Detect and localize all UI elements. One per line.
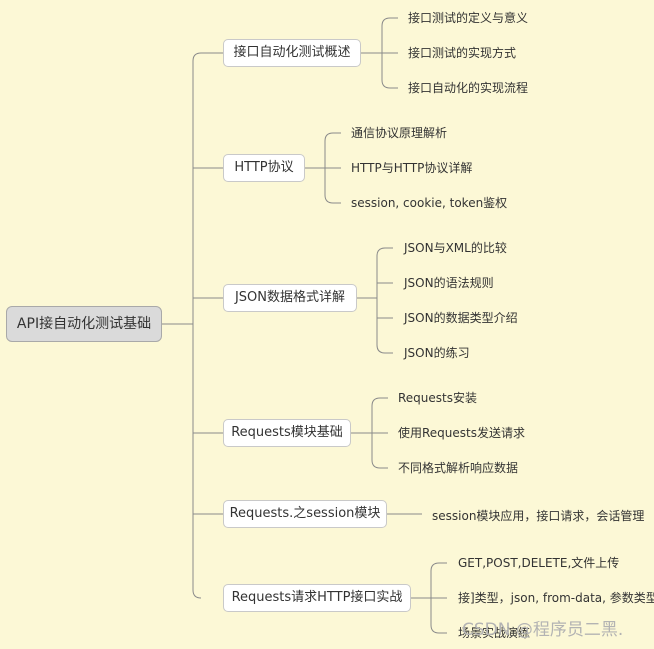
leaf-json-exercises[interactable]: JSON的练习: [404, 346, 470, 360]
leaf-json-data-types[interactable]: JSON的数据类型介绍: [404, 311, 518, 325]
leaf-scenario-practice[interactable]: 场景实战演练: [458, 626, 531, 640]
leaf-protocol-principles[interactable]: 通信协议原理解析: [351, 126, 448, 140]
leaf-session-cookie-token[interactable]: session, cookie, token鉴权: [351, 196, 508, 210]
leaf-http-details[interactable]: HTTP与HTTP协议详解: [351, 161, 473, 175]
leaf-api-definition[interactable]: 接口测试的定义与意义: [408, 11, 529, 25]
topic-requests-basics[interactable]: Requests模块基础: [223, 419, 351, 447]
leaf-json-syntax[interactable]: JSON的语法规则: [404, 276, 494, 290]
topic-http-protocol[interactable]: HTTP协议: [223, 154, 305, 182]
leaf-param-types[interactable]: 接]类型，json, from-data, 参数类型: [458, 591, 654, 605]
leaf-api-implementation[interactable]: 接口测试的实现方式: [408, 46, 517, 60]
topic-requests-http-practice[interactable]: Requests请求HTTP接口实战: [223, 584, 411, 612]
leaf-requests-send[interactable]: 使用Requests发送请求: [398, 426, 525, 440]
leaf-requests-install[interactable]: Requests安装: [398, 391, 477, 405]
topic-requests-session[interactable]: Requests.之session模块: [223, 500, 387, 528]
central-topic[interactable]: API接自动化测试基础: [6, 306, 162, 342]
topic-api-overview[interactable]: 接口自动化测试概述: [223, 39, 361, 67]
leaf-response-parsing[interactable]: 不同格式解析响应数据: [398, 461, 519, 475]
leaf-http-methods[interactable]: GET,POST,DELETE,文件上传: [458, 556, 620, 570]
leaf-api-automation-flow[interactable]: 接口自动化的实现流程: [408, 81, 529, 95]
leaf-json-vs-xml[interactable]: JSON与XML的比较: [404, 241, 507, 255]
leaf-session-module[interactable]: session模块应用，接口请求，会话管理: [432, 509, 645, 523]
watermark: CSDN @程序员二黑.: [462, 620, 624, 640]
topic-json-format[interactable]: JSON数据格式详解: [223, 284, 357, 312]
